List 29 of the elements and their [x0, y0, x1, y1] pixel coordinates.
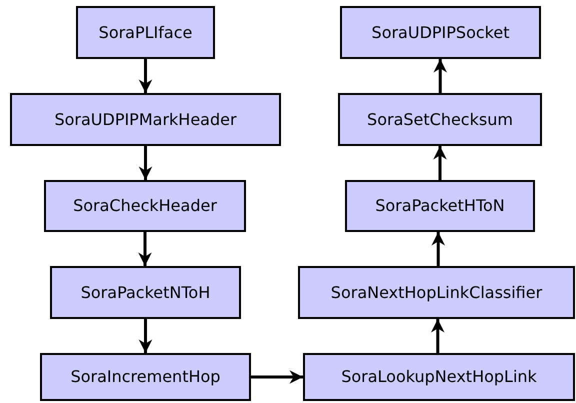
- process-box: [340, 6, 541, 59]
- process-box: [303, 353, 575, 401]
- arrow: [138, 59, 152, 93]
- process-box: [338, 93, 542, 146]
- box-label: SoraIncrementHop: [70, 366, 220, 388]
- arrow: [432, 232, 445, 266]
- arrow: [251, 370, 303, 384]
- box-label: SoraUDPIPSocket: [372, 22, 510, 44]
- process-box: [10, 93, 281, 146]
- box-label: SoraCheckHeader: [73, 195, 217, 217]
- arrow: [138, 146, 152, 180]
- box-label: SoraNextHopLinkClassifier: [330, 282, 542, 304]
- process-box: [298, 266, 575, 319]
- arrow: [138, 319, 152, 353]
- arrow: [138, 232, 152, 266]
- box-label: SoraPacketHToN: [375, 195, 505, 217]
- process-box: [345, 180, 535, 232]
- box-label: SoraUDPIPMarkHeader: [54, 108, 237, 130]
- box-label: SoraSetChecksum: [367, 108, 513, 130]
- process-box: [40, 353, 251, 401]
- box-label: SoraPacketNToH: [80, 282, 210, 304]
- process-box: [76, 6, 215, 59]
- box-label: SoraPLIface: [98, 22, 192, 44]
- arrow: [431, 319, 444, 353]
- process-box: [50, 266, 241, 319]
- arrow: [434, 59, 447, 93]
- arrow: [433, 146, 447, 180]
- box-label: SoraLookupNextHopLink: [341, 366, 537, 388]
- process-box: [44, 180, 246, 232]
